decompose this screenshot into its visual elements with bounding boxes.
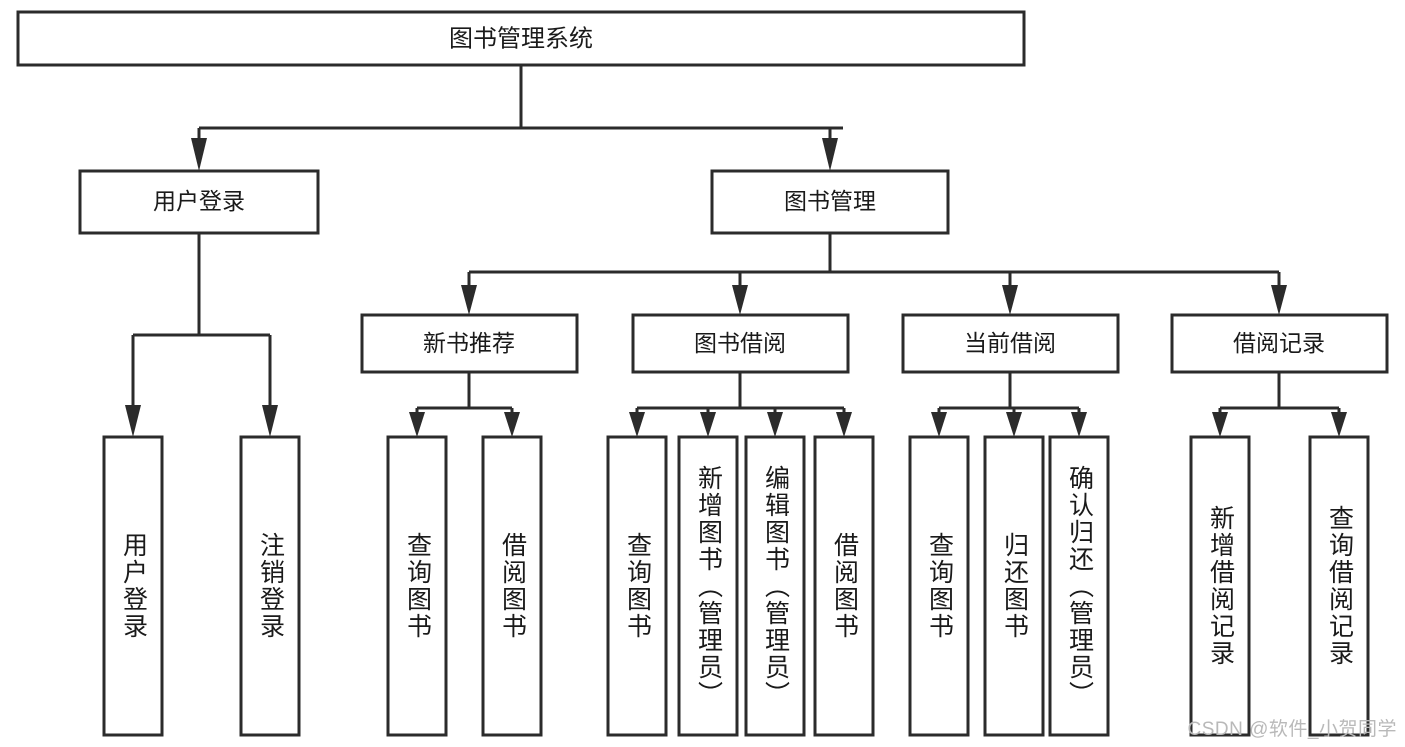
leaf-box-add-borrow-record[interactable] xyxy=(1189,435,1251,737)
node-borrow-record[interactable] xyxy=(1170,313,1389,374)
node-user-login-label: 用户登录 xyxy=(153,188,245,214)
arrow-head-current-borrow xyxy=(1002,285,1018,315)
leaf-box-confirm-return-admin[interactable] xyxy=(1048,435,1110,737)
arrow-head-user-login xyxy=(191,138,207,171)
arrow-head-leaf-borrow-book-1 xyxy=(504,412,520,437)
arrow-head-leaf-add-record xyxy=(1212,412,1228,437)
arrow-head-book-mgmt xyxy=(822,138,838,171)
leaf-box-add-book-admin[interactable] xyxy=(677,435,739,737)
node-user-login[interactable] xyxy=(78,169,320,235)
arrow-head-leaf-query-book-1 xyxy=(409,412,425,437)
leaf-box-query-book-newbook[interactable] xyxy=(386,435,448,737)
node-book-management-label: 图书管理 xyxy=(784,188,876,214)
arrow-head-new-book-rec xyxy=(461,285,477,315)
node-current-borrow-label: 当前借阅 xyxy=(964,330,1056,356)
node-borrow-record-label: 借阅记录 xyxy=(1233,330,1325,356)
leaf-box-query-book-current[interactable] xyxy=(908,435,970,737)
node-book-borrow-label: 图书借阅 xyxy=(694,330,786,356)
arrow-head-leaf-logout xyxy=(262,405,278,437)
watermark-text: CSDN @软件_小贺同学 xyxy=(1187,719,1397,740)
node-new-book-recommend-label: 新书推荐 xyxy=(423,330,515,356)
arrow-head-leaf-return-book xyxy=(1006,412,1022,437)
arrow-head-leaf-borrow-book-2 xyxy=(836,412,852,437)
leaf-box-borrow-book-borrow[interactable] xyxy=(813,435,875,737)
arrow-head-leaf-user-login xyxy=(125,405,141,437)
arrow-head-leaf-confirm-return xyxy=(1071,412,1087,437)
arrow-head-leaf-query-record xyxy=(1331,412,1347,437)
leaf-box-user-login[interactable] xyxy=(102,435,164,737)
node-root-system-label: 图书管理系统 xyxy=(449,25,593,52)
leaf-box-query-book-borrow[interactable] xyxy=(606,435,668,737)
leaf-box-query-borrow-record[interactable] xyxy=(1308,435,1370,737)
arrow-head-leaf-query-book-3 xyxy=(931,412,947,437)
arrow-head-borrow-record xyxy=(1271,285,1287,315)
arrow-head-leaf-query-book-2 xyxy=(629,412,645,437)
arrow-head-leaf-edit-book xyxy=(767,412,783,437)
leaf-box-borrow-book-newbook[interactable] xyxy=(481,435,543,737)
leaf-box-edit-book-admin[interactable] xyxy=(744,435,806,737)
node-new-book-recommend[interactable] xyxy=(360,313,579,374)
connector-layer xyxy=(125,65,1347,437)
node-layer: 图书管理系统 用户登录 图书管理 新书推荐 图书借阅 当前借阅 借阅记录 xyxy=(16,10,1389,737)
leaf-box-logout[interactable] xyxy=(239,435,301,737)
arrow-head-leaf-add-book xyxy=(700,412,716,437)
node-root-system[interactable] xyxy=(16,10,1026,67)
node-book-borrow[interactable] xyxy=(631,313,850,374)
node-book-management[interactable] xyxy=(710,169,950,235)
leaf-box-return-book[interactable] xyxy=(983,435,1045,737)
node-current-borrow[interactable] xyxy=(901,313,1120,374)
arrow-head-book-borrow xyxy=(732,285,748,315)
